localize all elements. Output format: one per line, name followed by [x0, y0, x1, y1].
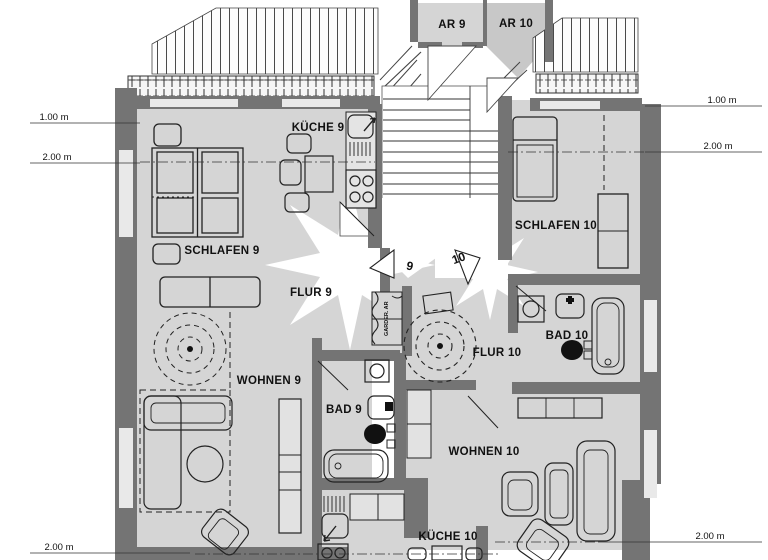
- label-flur10: FLUR 10: [473, 347, 522, 359]
- washing-machine: [517, 295, 545, 323]
- armchair: [200, 508, 250, 556]
- dresser: [422, 291, 454, 315]
- bathtub: [323, 449, 389, 483]
- room-ar10: [486, 3, 545, 78]
- corner-sofa: [143, 395, 233, 510]
- label-schlafen10: SCHLAFEN 10: [515, 220, 597, 232]
- dish-drainer: [323, 496, 345, 512]
- ceiling-fan-icon: [403, 309, 477, 383]
- tv-board: [517, 397, 603, 419]
- schlafen10-furniture: [512, 115, 629, 269]
- label-wohnen10: WOHNEN 10: [448, 446, 519, 458]
- faucet-icon: [363, 117, 376, 132]
- bathtub: [591, 297, 625, 375]
- dim-bottom-right: 2.00 m: [695, 531, 724, 542]
- label-bad9: BAD 9: [326, 404, 362, 416]
- bad10-furniture: [515, 285, 625, 375]
- ceiling-fan-icon: [153, 312, 227, 386]
- dim-right-upper: 1.00 m: [707, 95, 736, 106]
- single-bed: [512, 116, 558, 202]
- nightstand: [153, 123, 182, 147]
- door-line: [317, 360, 349, 391]
- staircase: [381, 85, 501, 217]
- door-line: [467, 395, 499, 429]
- dish-drainer: [349, 142, 371, 156]
- balcony-left: [127, 7, 379, 99]
- kueche9-furniture: [279, 111, 377, 237]
- schlafen9-furniture: [151, 123, 261, 308]
- nightstand: [152, 243, 181, 265]
- balcony-right-railing: [535, 73, 639, 94]
- wall-right-outer: [640, 104, 661, 484]
- dimension-lines: [30, 105, 762, 555]
- balcony-right: [532, 17, 639, 94]
- wall-stair-right: [498, 96, 512, 260]
- label-ar10: AR 10: [499, 18, 533, 30]
- door9-swing-icon: [368, 248, 395, 279]
- sink: [555, 293, 585, 319]
- kitchen-table: [431, 545, 463, 560]
- toilet: [364, 423, 396, 449]
- label-wohnen9: WOHNEN 9: [237, 375, 301, 387]
- double-bed: [151, 147, 244, 238]
- cupboard: [406, 389, 432, 459]
- armchair: [501, 471, 539, 517]
- room-ar9: [418, 3, 483, 46]
- kueche10-furniture: [317, 493, 483, 560]
- curtain-line: [371, 291, 379, 345]
- bad9-furniture: [317, 359, 396, 483]
- labels: AR 9 AR 10 KÜCHE 9 SCHLAFEN 9 FLUR 9 WOH…: [184, 18, 597, 543]
- daybed: [159, 276, 261, 308]
- sofa: [576, 440, 616, 542]
- chair: [284, 192, 310, 213]
- shelf-unit: [278, 398, 302, 534]
- dim-left-upper: 1.00 m: [39, 112, 68, 123]
- apartment-doors: [368, 248, 481, 286]
- label-bad10: BAD 10: [546, 330, 589, 342]
- chair: [279, 159, 302, 186]
- wohnen10-furniture: [406, 389, 616, 560]
- stove: [345, 169, 377, 209]
- kitchen-table: [304, 155, 334, 193]
- door10-swing-icon: [454, 249, 481, 286]
- flur10-furniture: [403, 291, 477, 383]
- arrow-icon: [323, 525, 337, 542]
- label-door10: 10: [450, 249, 468, 267]
- garderobe-niche: [371, 291, 403, 346]
- sink: [321, 513, 349, 539]
- dim-left-lower: 2.00 m: [42, 152, 71, 163]
- ar-doors: [427, 45, 520, 114]
- tap-icon: [566, 296, 574, 304]
- stove: [317, 543, 349, 560]
- door-line: [515, 285, 547, 312]
- label-kueche10: KÜCHE 10: [418, 530, 477, 543]
- balcony-left-railing: [127, 75, 375, 99]
- wall-bottom: [115, 547, 348, 560]
- label-kueche9: KÜCHE 9: [292, 121, 345, 134]
- sink: [367, 395, 395, 420]
- dim-bottom-left: 2.00 m: [44, 542, 73, 553]
- wohnen9-furniture: [139, 312, 302, 556]
- wardrobe: [597, 193, 629, 269]
- label-garderobe: GARDER. AR: [384, 301, 390, 336]
- side-chair: [544, 462, 574, 526]
- label-schlafen9: SCHLAFEN 9: [184, 245, 259, 257]
- chair: [286, 133, 312, 154]
- dimension-labels: 1.00 m 2.00 m 1.00 m 2.00 m 2.00 m 2.00 …: [39, 95, 736, 553]
- round-table: [186, 445, 224, 483]
- dim-right-lower: 2.00 m: [703, 141, 732, 152]
- label-flur9: FLUR 9: [290, 287, 332, 299]
- label-ar9: AR 9: [438, 19, 465, 31]
- sink: [347, 114, 374, 139]
- washing-machine: [364, 359, 390, 383]
- door-line: [339, 201, 375, 237]
- label-door9: 9: [405, 259, 415, 274]
